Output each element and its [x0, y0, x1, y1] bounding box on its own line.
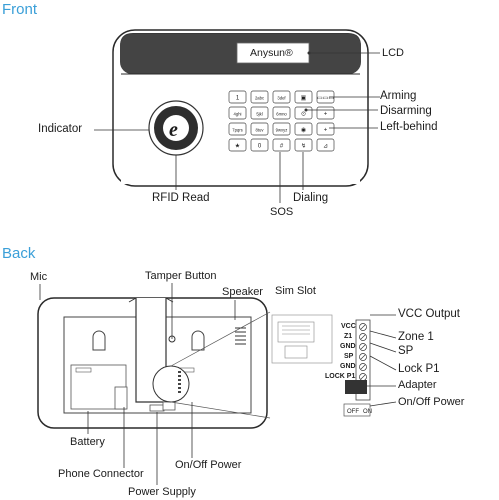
label-mic: Mic — [30, 271, 48, 283]
switch-label-on: ON — [363, 409, 372, 415]
keypad-key — [228, 138, 247, 152]
label-sim-slot: Sim Slot — [275, 285, 316, 297]
keypad-key-label: 1 — [236, 95, 240, 101]
keypad-key — [316, 122, 335, 136]
terminal-label-lock-p1: LOCK P1 — [325, 373, 356, 380]
keypad-key-label: 3def — [277, 95, 286, 100]
keypad-key-label: ★ — [235, 142, 240, 149]
keypad-key-label: 2abc — [255, 95, 264, 100]
front-section-title: Front — [2, 1, 38, 18]
keypad-key-label: 7pqrs — [232, 127, 242, 132]
label-vcc-output: VCC Output — [398, 308, 460, 320]
brand-logo-icon: e — [169, 119, 178, 141]
back-section-title: Back — [2, 245, 36, 262]
keypad-key — [294, 138, 313, 152]
keypad-key-label: ⊙ — [301, 111, 306, 117]
front-leader-lines — [94, 52, 380, 203]
terminal-label-gnd: GND — [340, 343, 356, 350]
keypad-key — [294, 122, 313, 136]
switch-label-off: OFF — [347, 409, 359, 415]
keypad-key — [250, 106, 269, 120]
rfid-reader — [148, 100, 204, 156]
label-rfid-read: RFID Read — [152, 192, 210, 204]
label-lock-p1: Lock P1 — [398, 363, 440, 375]
keypad-key — [316, 138, 335, 152]
keypad-key-label: 4ghi — [234, 111, 242, 116]
keypad-key — [250, 90, 269, 104]
label-power-supply: Power Supply — [128, 486, 196, 498]
keypad-key — [250, 138, 269, 152]
keypad-key-label: + — [324, 127, 328, 133]
keypad-key — [272, 90, 291, 104]
keypad-key — [228, 90, 247, 104]
keypad-key-label: + — [324, 111, 328, 117]
label-arming: Arming — [380, 90, 417, 102]
label-zone-1: Zone 1 — [398, 331, 434, 343]
label-onoff-power-right: On/Off Power — [398, 396, 465, 408]
keypad-key — [228, 122, 247, 136]
label-adapter: Adapter — [398, 379, 437, 391]
terminal-zoom — [271, 314, 371, 417]
keypad-key — [228, 106, 247, 120]
keypad-key-label: # — [280, 143, 284, 149]
label-indicator: Indicator — [38, 123, 83, 135]
keypad-key — [250, 122, 269, 136]
label-lcd: LCD — [382, 47, 405, 59]
keypad-key-label: ⊿ — [323, 143, 328, 149]
label-speaker: Speaker — [222, 286, 263, 298]
label-phone-connector: Phone Connector — [58, 468, 144, 480]
terminal-label-sp: SP — [344, 353, 354, 360]
keypad-key-label: 6mno — [276, 111, 287, 116]
keypad-key-label: ▣ — [301, 95, 307, 101]
label-disarming: Disarming — [380, 105, 432, 117]
keypad-key-label: ◉ — [301, 127, 306, 133]
label-battery: Battery — [70, 436, 105, 448]
keypad-key — [272, 122, 291, 136]
terminal-label-vcc: VCC — [341, 323, 356, 330]
label-tamper-button: Tamper Button — [145, 270, 217, 282]
terminal-label-z1: Z1 — [344, 333, 353, 340]
keypad-key-label: ▭▭▭ — [317, 95, 334, 101]
label-sos: SOS — [270, 206, 294, 218]
label-left-behind: Left-behind — [380, 121, 438, 133]
keypad-key-label: ↯ — [301, 142, 306, 149]
back-device — [37, 297, 271, 429]
label-sp: SP — [398, 345, 414, 357]
keypad-key-label: 0 — [258, 143, 262, 149]
label-dialing: Dialing — [293, 192, 329, 204]
keypad-key-label: 8tuv — [256, 127, 265, 132]
back-leader-lines — [39, 283, 397, 485]
keypad-key — [294, 90, 313, 104]
keypad-key-label: 5jkl — [256, 111, 262, 116]
label-onoff-power-bottom: On/Off Power — [175, 459, 242, 471]
lcd-display-text: Anysun® — [250, 47, 293, 59]
keypad-key — [272, 106, 291, 120]
keypad-key-label: 9wxyz — [276, 127, 288, 132]
keypad-key — [272, 138, 291, 152]
terminal-label-gnd-2: GND — [340, 363, 356, 370]
